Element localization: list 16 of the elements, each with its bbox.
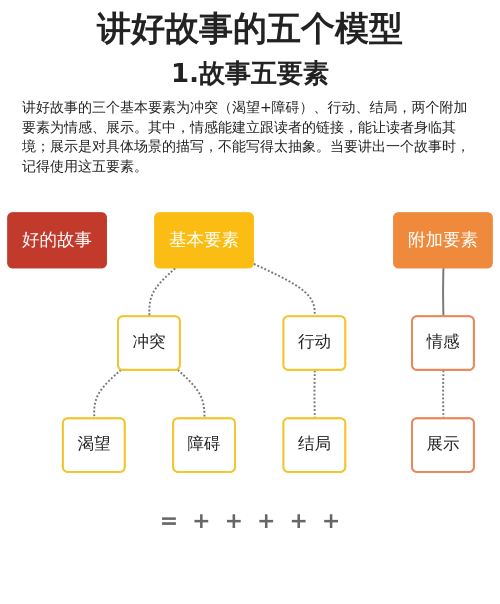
connector <box>253 263 316 317</box>
connector <box>148 268 176 317</box>
title: 讲好故事的五个模型 <box>96 8 404 51</box>
connector <box>93 369 122 419</box>
operator-sign: + <box>289 509 308 534</box>
operator-sign: = <box>160 509 178 534</box>
connector <box>442 370 444 419</box>
connector <box>177 369 206 419</box>
operator-sign: + <box>257 509 276 534</box>
description-text: 讲好故事的三个基本要素为冲突（渴望+障碍）、行动、结局，两个附加要素为情感、展示。其中，情感能建立跟读者的链接，能让读者身临其境；展示是对具体场景的描写，不能写得太抽象。当要讲出一个故事时，记得使用这五要素。 <box>22 99 471 177</box>
subtitle: 1.故事五要素 <box>170 58 330 91</box>
connector <box>442 268 444 317</box>
operator-sign: + <box>224 509 243 534</box>
operator-sign: + <box>322 509 340 534</box>
operator-sign: + <box>192 509 211 534</box>
connector <box>314 370 316 419</box>
